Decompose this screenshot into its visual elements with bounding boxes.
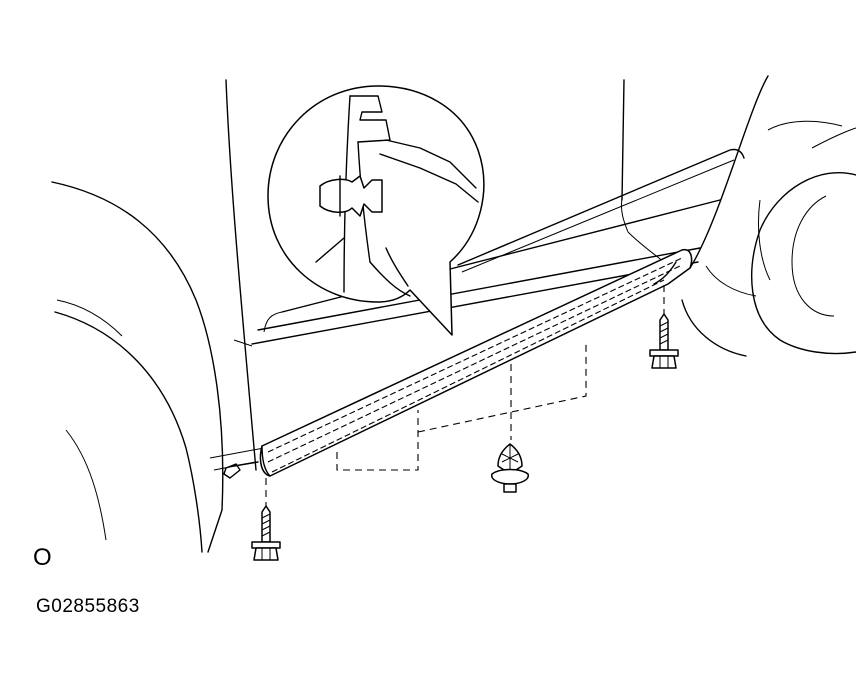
figure-code: G02855863 <box>36 596 140 617</box>
rear-wheel-outline <box>681 75 856 357</box>
front-fender-outline <box>51 181 224 553</box>
figure-mark: O <box>33 544 52 571</box>
front-bolt-icon <box>251 505 281 561</box>
rocker-panel-molding <box>223 248 693 479</box>
detail-callout <box>267 85 485 336</box>
rear-bolt-icon <box>649 313 679 369</box>
center-clip-icon <box>491 443 529 493</box>
clip-hole-guides <box>265 285 665 510</box>
